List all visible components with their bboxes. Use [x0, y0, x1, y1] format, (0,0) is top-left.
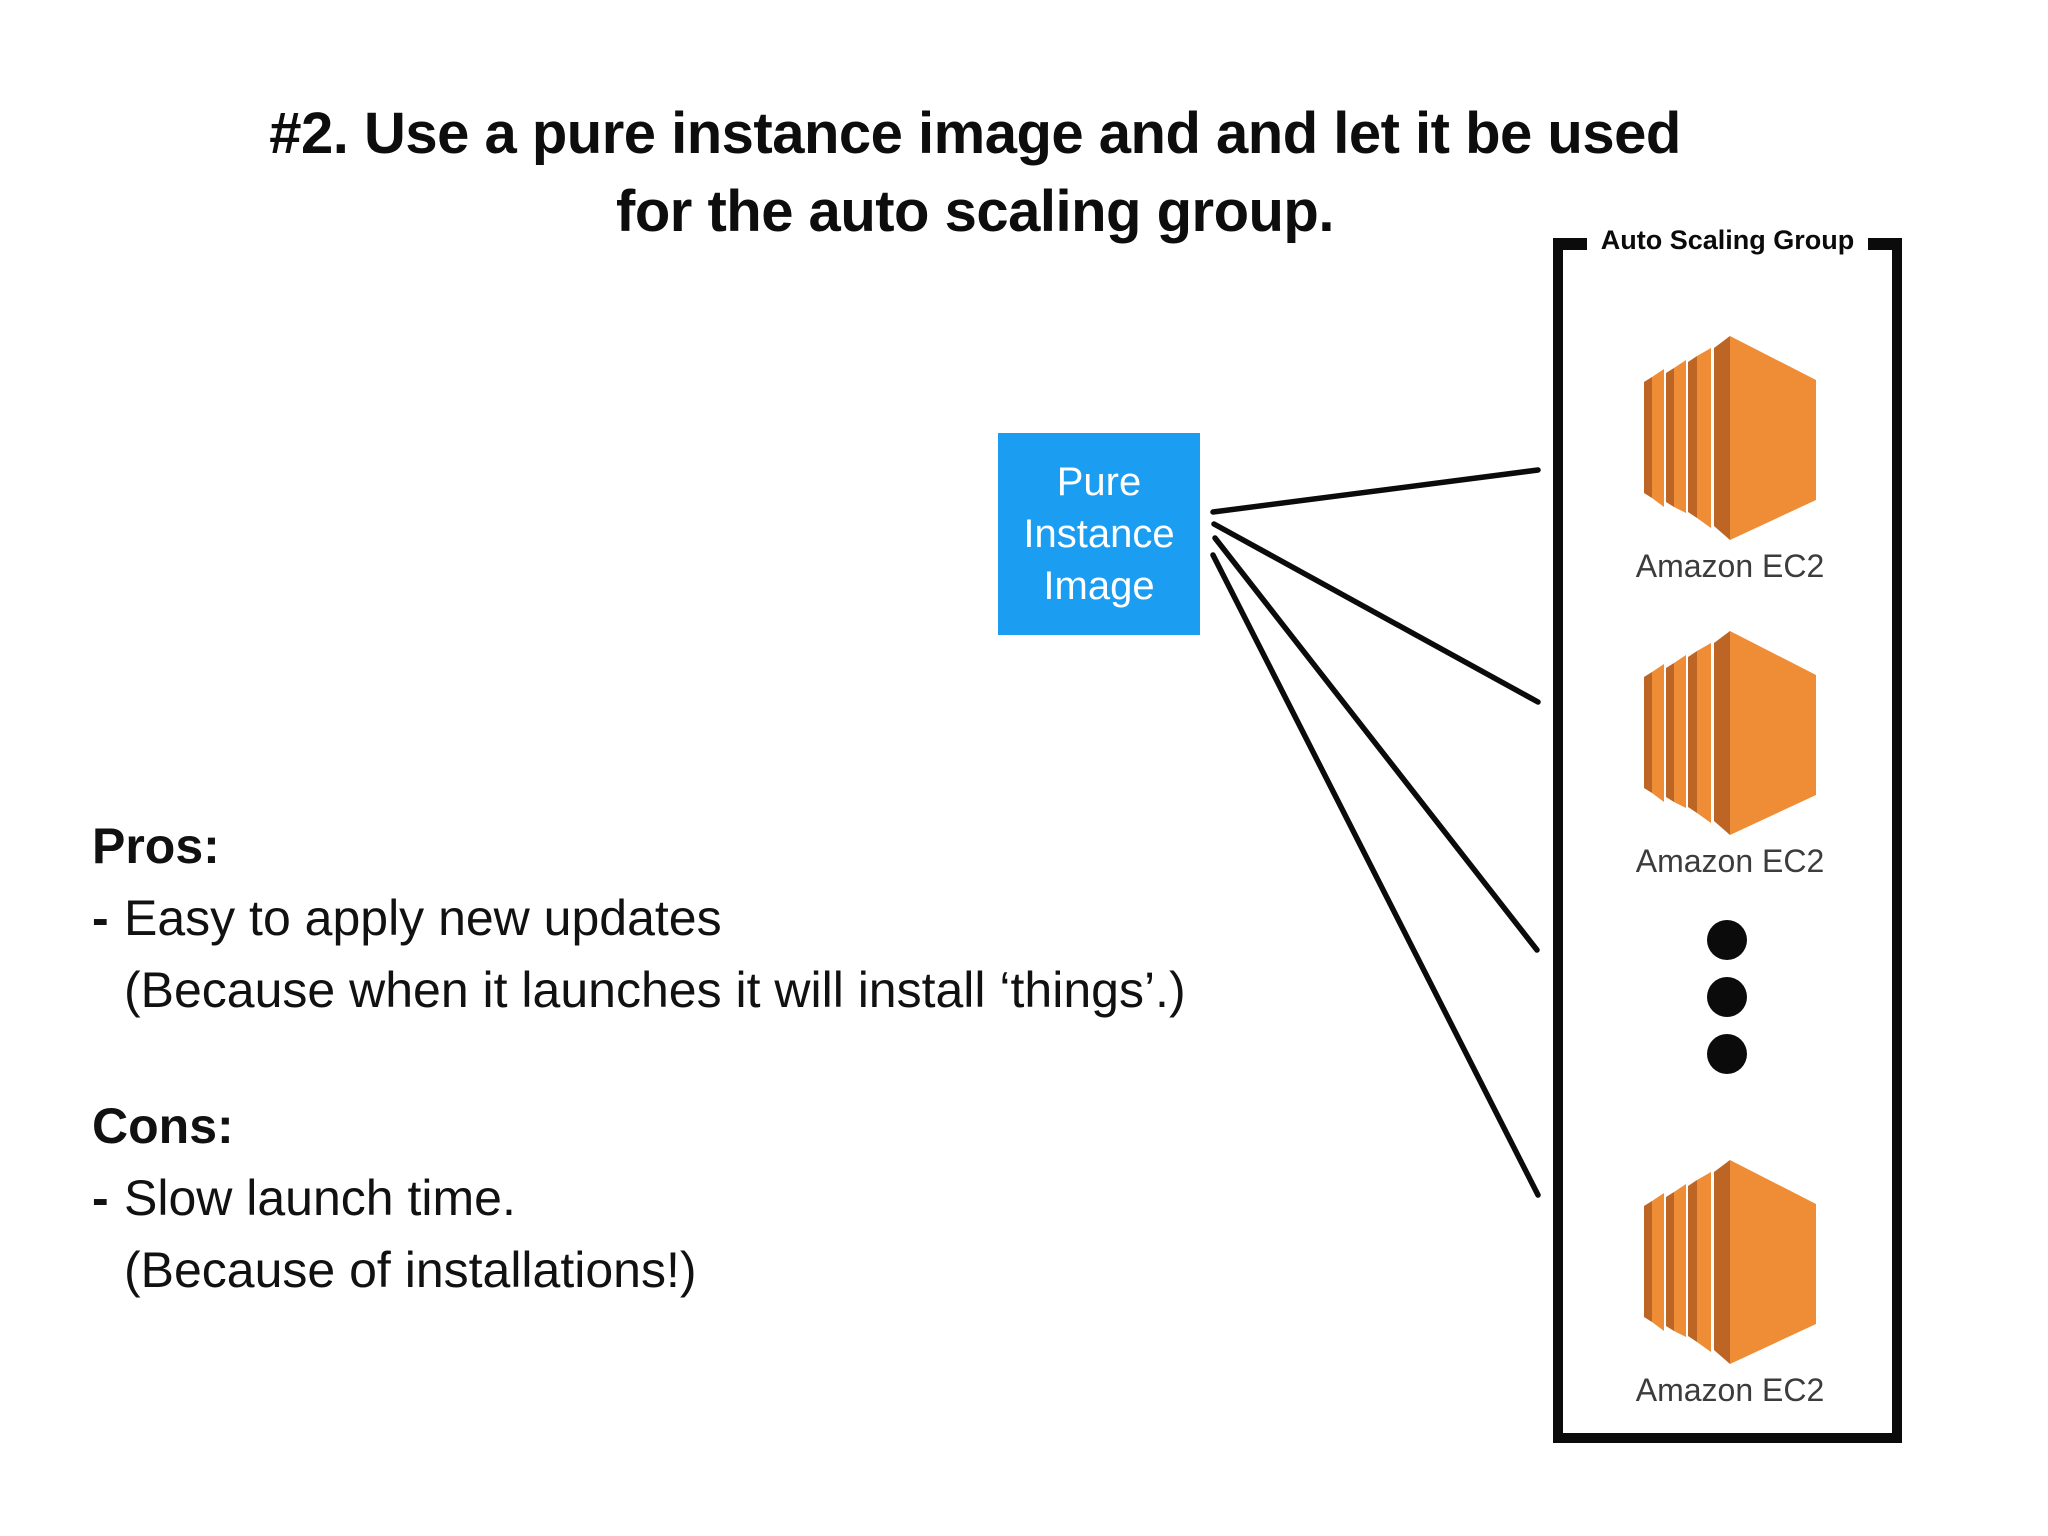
asg-border-left [1553, 238, 1563, 1443]
pure-box-line3: Image [1043, 564, 1155, 608]
dot-icon [1707, 1034, 1747, 1074]
cons-bullet: - Slow launch time. (Because of installa… [92, 1162, 697, 1306]
pros-item-text: Easy to apply new updates [124, 890, 722, 946]
connector-line [1211, 521, 1541, 705]
slide-title-line2: for the auto scaling group. [616, 179, 1334, 244]
amazon-ec2-icon [1644, 631, 1816, 835]
asg-bracket-top-right [1868, 238, 1902, 250]
ec2-instance-3: Amazon EC2 [1620, 1160, 1840, 1408]
asg-border-right [1892, 238, 1902, 1443]
dot-icon [1707, 977, 1747, 1017]
slide-title-line1: #2. Use a pure instance image and and le… [269, 101, 1681, 166]
pros-bullet: - Easy to apply new updates (Because whe… [92, 882, 1186, 1026]
ec2-label: Amazon EC2 [1635, 548, 1825, 584]
auto-scaling-group-box: Auto Scaling Group [1553, 225, 1902, 1443]
ec2-instance-2: Amazon EC2 [1620, 631, 1840, 879]
asg-bracket-top-left [1553, 238, 1587, 250]
pros-heading: Pros: [92, 818, 220, 874]
amazon-ec2-icon [1644, 1160, 1816, 1364]
asg-border-bottom [1553, 1433, 1902, 1443]
bullet-dash: - [92, 890, 109, 946]
cons-item-text: Slow launch time. [124, 1170, 516, 1226]
pure-box-line2: Instance [1023, 512, 1175, 556]
pure-instance-image-box: Pure Instance Image [998, 433, 1200, 635]
pros-item-note: (Because when it launches it will instal… [124, 962, 1186, 1018]
dot-icon [1707, 920, 1747, 960]
ec2-instance-1: Amazon EC2 [1620, 336, 1840, 584]
pure-box-line1: Pure [1056, 460, 1142, 504]
ec2-label: Amazon EC2 [1635, 1372, 1825, 1408]
cons-item-note: (Because of installations!) [124, 1242, 697, 1298]
cons-section: Cons: - Slow launch time. (Because of in… [92, 1090, 697, 1306]
connector-line [1210, 467, 1541, 515]
connector-line [1212, 535, 1540, 953]
ec2-label: Amazon EC2 [1635, 843, 1825, 879]
connector-line [1210, 552, 1541, 1198]
pros-section: Pros: - Easy to apply new updates (Becau… [92, 810, 1186, 1026]
asg-label: Auto Scaling Group [1600, 225, 1855, 255]
amazon-ec2-icon [1644, 336, 1816, 540]
slide-title: #2. Use a pure instance image and and le… [0, 95, 1950, 251]
cons-heading: Cons: [92, 1098, 234, 1154]
ellipsis-dots-icon [1707, 920, 1747, 1074]
bullet-dash: - [92, 1170, 109, 1226]
